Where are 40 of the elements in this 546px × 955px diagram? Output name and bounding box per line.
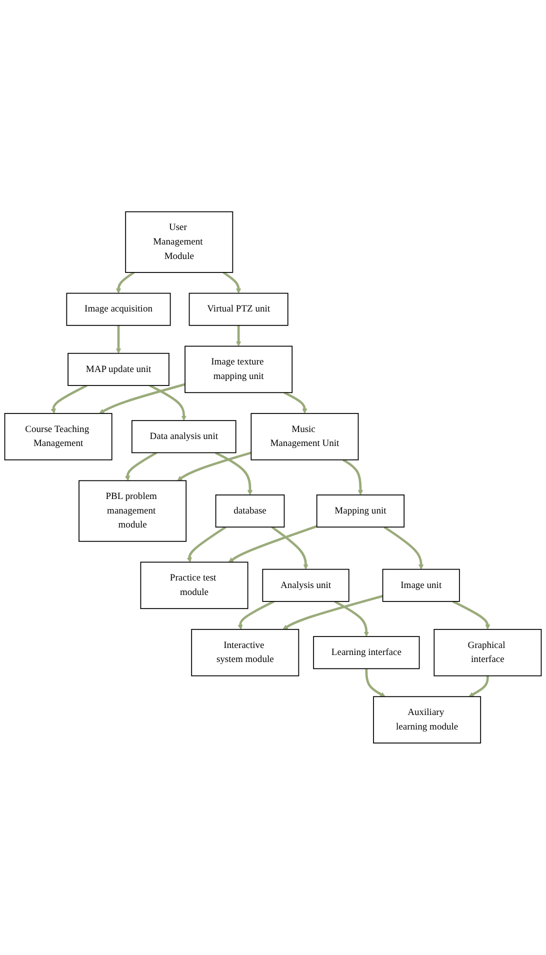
arrow: [238, 600, 274, 630]
arrow: [452, 600, 490, 630]
arrow: [271, 526, 308, 570]
arrow: [282, 594, 384, 630]
node-box: Learning interface: [313, 636, 420, 670]
arrow: [124, 452, 158, 481]
node-box: Data analysis unit: [131, 420, 236, 454]
arrow: [334, 600, 370, 637]
arrow: [186, 526, 226, 562]
arrow: [116, 325, 122, 354]
node-box: MAP update unit: [68, 353, 170, 386]
arrow: [342, 458, 364, 496]
arrow: [116, 272, 135, 294]
node-box: Virtual PTZ unit: [188, 292, 288, 326]
node-box: database: [215, 494, 285, 528]
node-box: Analysis unit: [262, 568, 350, 602]
node-box: Image acquisition: [66, 292, 171, 326]
arrow: [468, 676, 489, 697]
node-box: PBL problem management module: [78, 480, 187, 542]
arrow: [50, 384, 88, 414]
node-box: Music Management Unit: [250, 413, 359, 460]
node-box: Image unit: [382, 568, 460, 602]
node-box: User Management Module: [125, 211, 234, 273]
node-box: Mapping unit: [316, 494, 405, 528]
arrow: [365, 668, 386, 697]
arrow: [177, 452, 252, 481]
arrow: [236, 325, 242, 347]
node-box: Graphical interface: [434, 629, 542, 676]
arrow: [214, 452, 253, 496]
arrow: [99, 383, 186, 414]
arrow: [222, 272, 242, 294]
node-box: Image texture mapping unit: [184, 346, 293, 394]
node-box: Interactive system module: [191, 629, 300, 676]
arrow: [149, 384, 186, 421]
arrow: [384, 526, 424, 570]
arrow: [284, 392, 308, 414]
node-box: Auxiliary learning module: [373, 696, 482, 744]
arrow: [228, 525, 318, 562]
node-box: Course Teaching Management: [4, 413, 112, 460]
node-box: Practice test module: [140, 562, 248, 610]
